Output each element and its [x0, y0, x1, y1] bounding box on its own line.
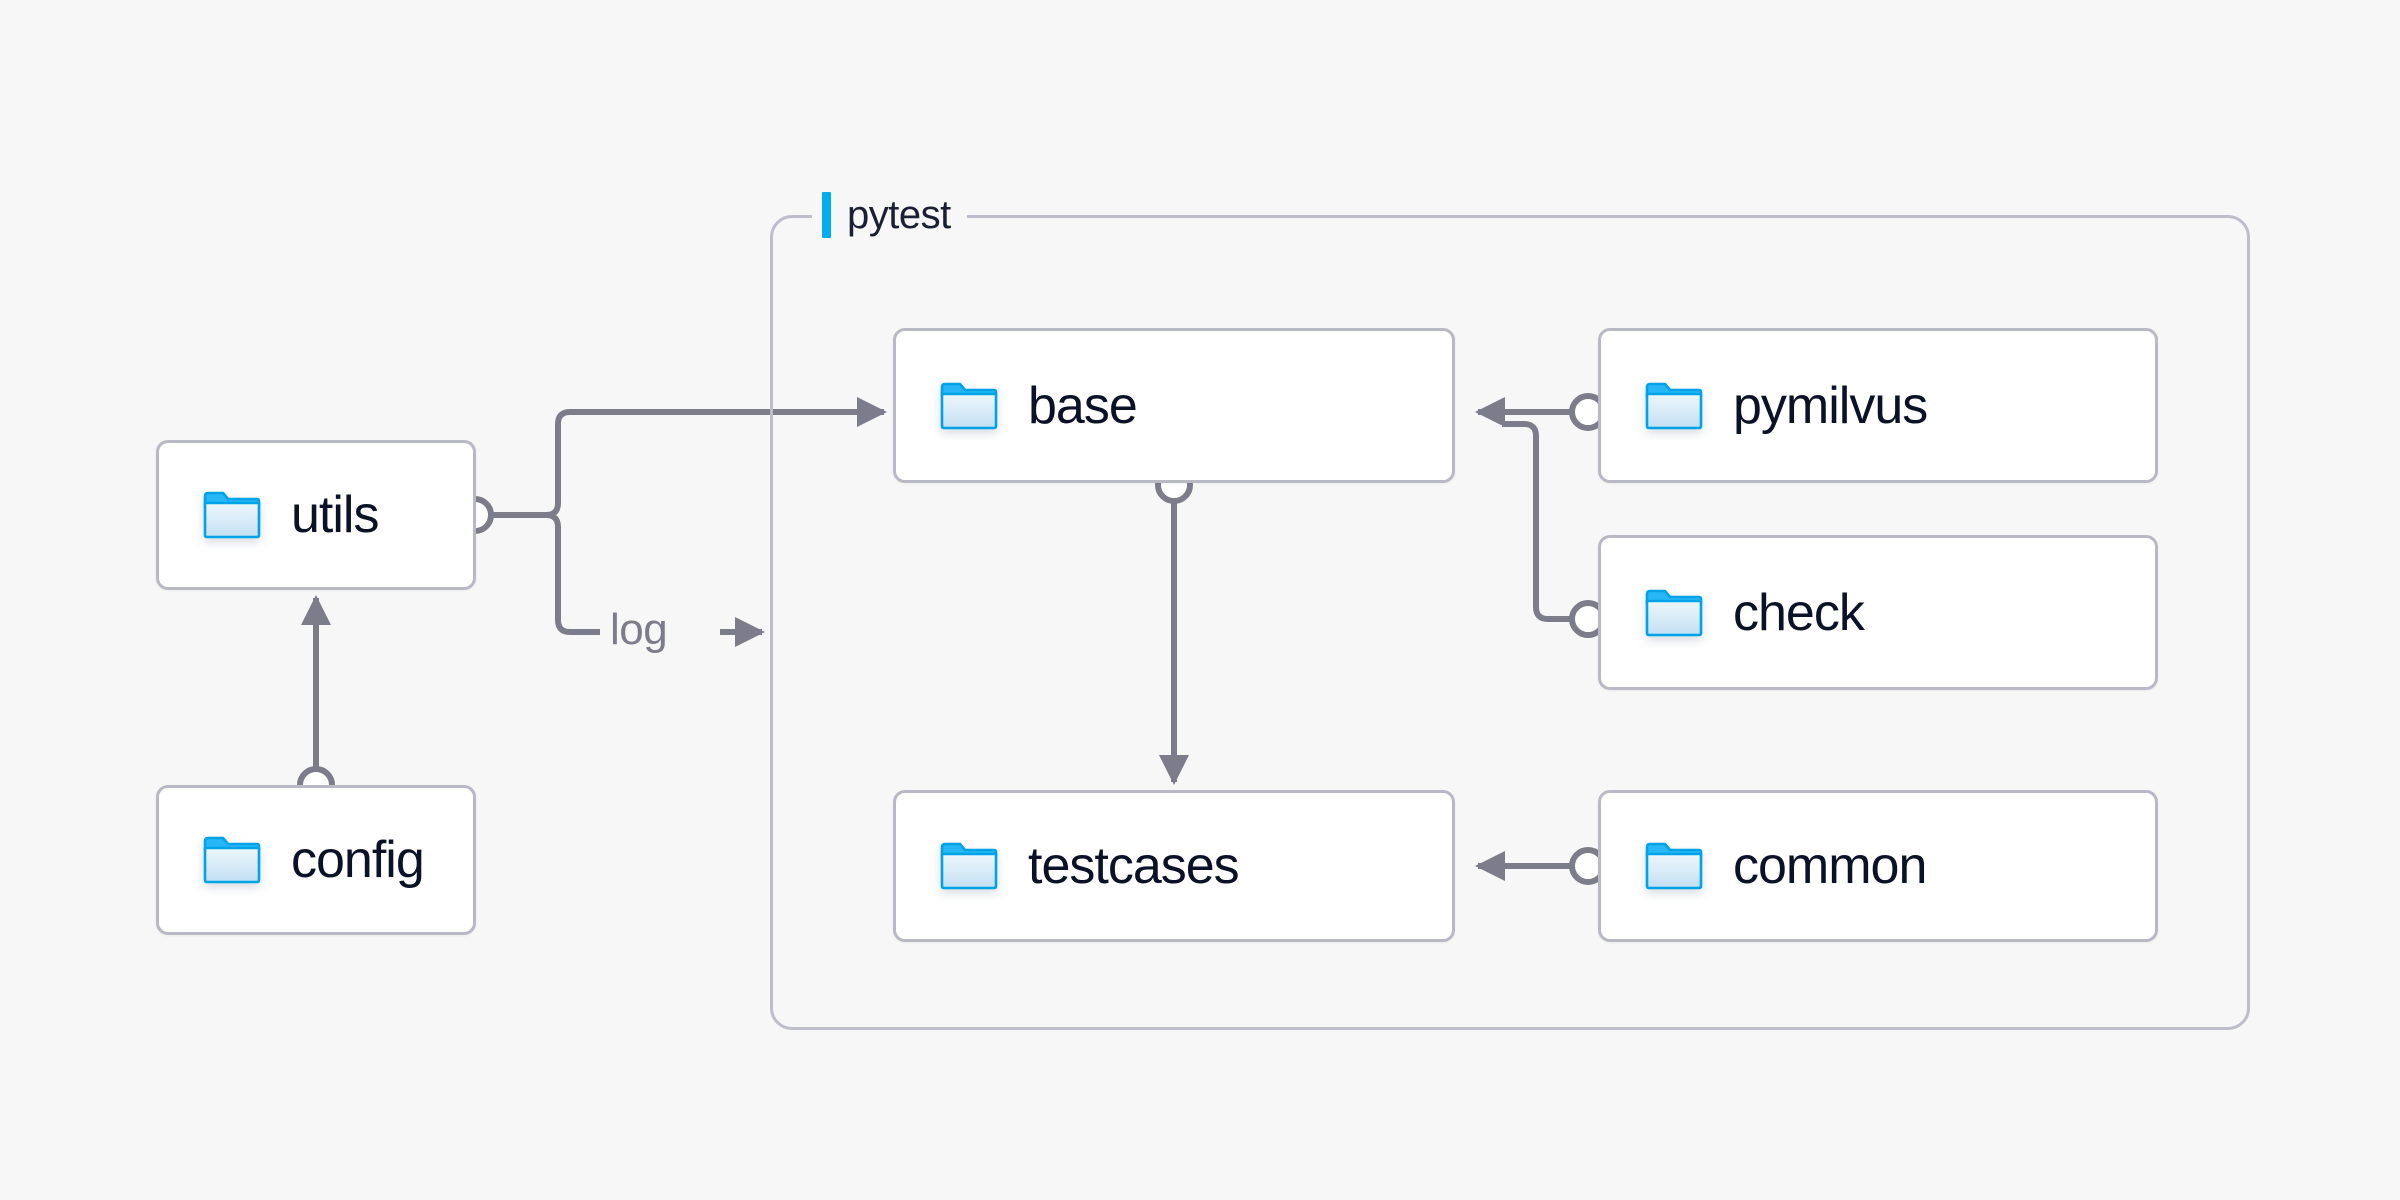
folder-icon: [1645, 842, 1703, 890]
node-config[interactable]: config: [156, 785, 476, 935]
folder-icon: [940, 382, 998, 430]
folder-icon: [940, 842, 998, 890]
node-pymilvus[interactable]: pymilvus: [1598, 328, 2158, 483]
node-base[interactable]: base: [893, 328, 1455, 483]
folder-icon: [1645, 382, 1703, 430]
folder-icon: [203, 836, 261, 884]
node-testcases[interactable]: testcases: [893, 790, 1455, 942]
node-label: utils: [291, 486, 379, 544]
folder-icon: [203, 491, 261, 539]
edge-label-log: log: [600, 608, 678, 652]
group-title-text: pytest: [847, 192, 951, 237]
node-label: pymilvus: [1733, 376, 1928, 435]
group-pytest-label: pytest: [812, 188, 967, 242]
node-label: testcases: [1028, 837, 1240, 895]
edge-utils-to-log: [532, 512, 600, 635]
node-label: common: [1733, 837, 1927, 895]
node-label: config: [291, 831, 425, 889]
node-label: check: [1733, 583, 1865, 642]
node-check[interactable]: check: [1598, 535, 2158, 690]
group-accent-bar: [822, 192, 831, 238]
folder-icon: [1645, 589, 1703, 637]
node-utils[interactable]: utils: [156, 440, 476, 590]
group-pytest: [770, 215, 2250, 1030]
node-label: base: [1028, 376, 1138, 435]
node-common[interactable]: common: [1598, 790, 2158, 942]
